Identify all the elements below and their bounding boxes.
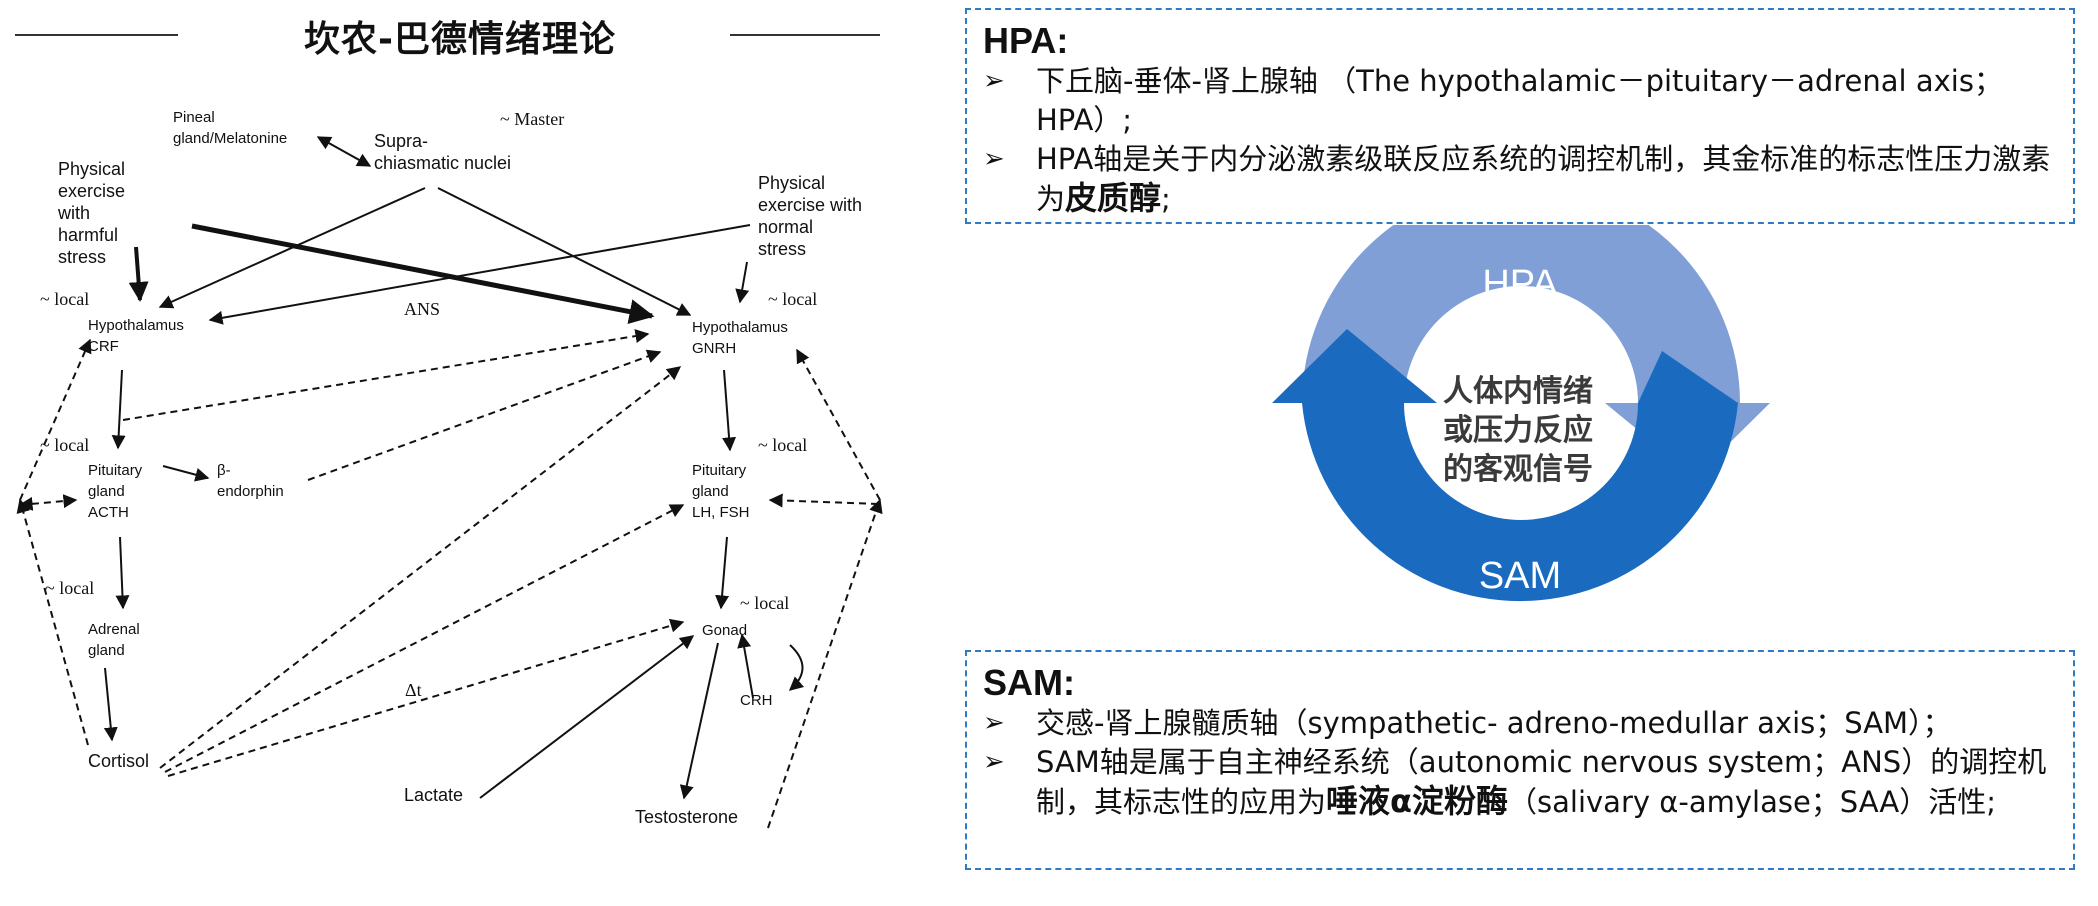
cycle-label-sam: SAM	[1478, 555, 1562, 597]
edge-right-loop-lhfsh-dashed	[768, 493, 879, 508]
edge-crf-acth	[111, 369, 126, 450]
edge-cortisol-gnrh-dashed	[159, 366, 682, 769]
sam-box: SAM: ➢ 交感-肾上腺髓质轴（sympathetic- adreno-med…	[965, 650, 2075, 870]
hpa-title: HPA:	[983, 20, 1069, 61]
node-gonad: Gonad	[702, 622, 748, 639]
edge-normal-gnrh	[735, 261, 750, 304]
edge-gonad-feedback	[788, 644, 805, 691]
edge-lhfsh-gonad	[715, 536, 730, 610]
hpa-key-term: 皮质醇	[1065, 179, 1162, 217]
label-local-crf: ~ local	[40, 289, 90, 309]
bullet-arrow-icon: ➢	[983, 747, 1005, 777]
edge-normal-crf	[208, 224, 751, 325]
edge-adrenal-cortisol	[103, 667, 118, 742]
edge-testosterone-right-loop-dashed	[767, 498, 883, 829]
bullet-arrow-icon: ➢	[983, 66, 1005, 96]
edge-gonad-testosterone	[679, 642, 719, 800]
edge-lactate-gonad	[479, 635, 695, 799]
edge-cortisol-lhfsh-dashed	[164, 504, 685, 773]
cycle-label-hpa: HPA	[1482, 263, 1558, 305]
sam-title: SAM:	[983, 662, 1075, 703]
label-local-acth: ~ local	[40, 435, 90, 455]
bullet-arrow-icon: ➢	[983, 708, 1005, 738]
edge-acth-endorphin	[162, 465, 210, 482]
edge-left-loop-acth-dashed	[18, 494, 78, 511]
edge-left-loop-crf-dashed	[19, 338, 92, 501]
edge-gnrh-lhfsh	[722, 369, 737, 452]
sam-arc	[1272, 329, 1738, 602]
cycle-center-text: 人体内情绪 或压力反应 的客观信号	[1443, 374, 1593, 487]
label-master: ~ Master	[500, 109, 565, 129]
cannon-bard-diagram	[16, 136, 883, 829]
edge-supra-gnrh	[437, 187, 692, 316]
edge-cortisol-left-loop-dashed	[16, 498, 89, 746]
edge-acth-adrenal	[115, 536, 130, 610]
title-rule-left	[15, 34, 178, 36]
title-rule-right	[730, 34, 880, 36]
sam-item: ➢ 交感-肾上腺髓质轴（sympathetic- adreno-medullar…	[983, 704, 2057, 743]
edge-harmful-crf	[128, 246, 149, 302]
node-beta-endorphin: β-endorphin	[217, 462, 284, 500]
edge-right-loop-gnrh-dashed	[796, 348, 881, 501]
sam-item: ➢ SAM轴是属于自主神经系统（autonomic nervous system…	[983, 745, 2047, 820]
node-supra: Supra-chiasmatic nuclei	[374, 131, 512, 173]
node-cortisol: Cortisol	[88, 751, 150, 771]
label-local-lhfsh: ~ local	[758, 435, 808, 455]
edge-endorphin-gnrh-dashed	[307, 349, 662, 481]
sam-list: ➢ 交感-肾上腺髓质轴（sympathetic- adreno-medullar…	[983, 704, 2057, 822]
hpa-box: HPA: ➢ 下丘脑-垂体-肾上腺轴 （The hypothalamic－pit…	[965, 8, 2075, 224]
edge-crh-gonad	[737, 633, 754, 699]
page-title: 坎农-巴德情绪理论	[304, 19, 616, 60]
edge-harmful-gnrh	[191, 223, 655, 324]
hpa-item: ➢ 下丘脑-垂体-肾上腺轴 （The hypothalamic－pituitar…	[983, 64, 2003, 137]
node-testosterone: Testosterone	[635, 807, 739, 827]
hpa-list: ➢ 下丘脑-垂体-肾上腺轴 （The hypothalamic－pituitar…	[983, 62, 2057, 219]
bullet-arrow-icon: ➢	[983, 144, 1005, 174]
sam-key-term: 唾液α淀粉酶	[1326, 782, 1509, 820]
hpa-item: ➢ HPA轴是关于内分泌激素级联反应系统的调控机制，其金标准的标志性压力激素为皮…	[983, 142, 2051, 217]
hpa-sam-cycle	[1272, 225, 1770, 602]
node-lactate: Lactate	[404, 785, 464, 805]
label-local-gonad: ~ local	[740, 593, 790, 613]
label-delta-t: Δt	[405, 680, 422, 700]
label-ans: ANS	[404, 299, 441, 319]
node-crh: CRH	[740, 692, 773, 709]
edge-cortisol-gonad-dashed	[167, 618, 685, 777]
label-local-gnrh: ~ local	[768, 289, 818, 309]
edge-crf-gnrh-dashed	[122, 329, 650, 421]
edge-pineal-supra	[316, 136, 372, 167]
label-local-adrenal: ~ local	[45, 578, 95, 598]
